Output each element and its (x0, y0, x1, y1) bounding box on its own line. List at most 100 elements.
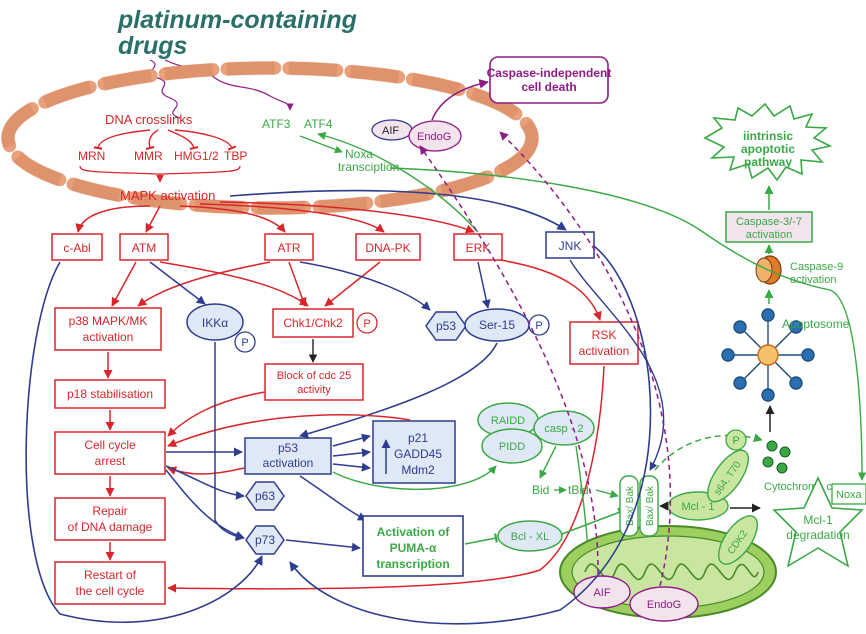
atm-box (119, 233, 169, 261)
mcl1-label: Mcl - 1 (682, 501, 715, 513)
p53-to-arrest-back (167, 466, 245, 475)
intrinsic-line-2: apoptotic (741, 142, 795, 156)
erk-label: ERK (466, 241, 491, 255)
mito-to-cytc-arrow (654, 433, 763, 471)
jnk-label: JNK (559, 239, 582, 253)
block-to-arrest-arrow (167, 391, 266, 437)
caspase-independent-line-2: cell death (521, 80, 576, 94)
arrest-line-2: arrest (95, 454, 126, 468)
raidd-label: RAIDD (491, 415, 525, 427)
mito-aif-node (573, 575, 631, 609)
p53act-line-1: p53 (278, 441, 298, 455)
restart-box (54, 561, 166, 605)
mapk-arrows (75, 201, 475, 234)
mcl-deg-line-1: Mcl-1 (803, 513, 833, 527)
bclxl-label: Bcl - XL (511, 531, 550, 543)
bax-bak-pores (619, 475, 659, 537)
ser15-p-label: P (535, 320, 542, 332)
rsk-to-restart-arrow (167, 365, 605, 593)
block-line-2: activity (297, 384, 331, 396)
p21-line-2: GADD45 (394, 447, 442, 461)
atf3-label: ATF3 (262, 117, 291, 131)
cabl-label: c-Abl (63, 241, 90, 255)
ser15-phospho-icon (528, 314, 550, 336)
chk-box (272, 308, 354, 338)
pidd-label: PIDD (499, 441, 525, 453)
erk-to-atf-arrow (317, 131, 479, 233)
puma-inhibits-bclxl (464, 533, 498, 545)
noxa-to-right-line (389, 167, 866, 481)
chk-phospho-icon (356, 312, 378, 334)
p73-hexagon (245, 525, 285, 555)
arrest-box (54, 431, 166, 475)
p53-to-p21-arrows (332, 433, 371, 472)
mcl1-degradation-star (772, 476, 864, 568)
kinase-arrows-red (111, 259, 602, 321)
noxa-transcription-line-1: Noxa (345, 147, 373, 161)
jnk-box (545, 231, 595, 259)
nuclear-aif-endog (371, 119, 462, 152)
apoptosome-label: Apoptosome (782, 317, 850, 331)
p21-to-arrest-arrow (167, 414, 411, 448)
s64-phospho-icon (725, 429, 747, 451)
tbid-to-bax-arrow (595, 489, 619, 499)
mito-aif-label: AIF (593, 587, 610, 599)
ser15-to-p53act-arrow (299, 342, 498, 439)
p38-line-1: p38 MAPK/MK (69, 314, 148, 328)
bclxl-node (497, 520, 563, 552)
noxa-right-box (831, 483, 866, 505)
puma-line-3: transcription (376, 557, 449, 571)
nuclear-aif-label: AIF (382, 125, 399, 137)
caspase9-line-2: activation (790, 274, 836, 286)
caspase9-line-1: Caspase-9 (790, 261, 843, 273)
casp2-node (533, 410, 595, 446)
block-cdc25-box (264, 363, 364, 401)
restart-line-2: the cell cycle (76, 584, 145, 598)
p38-line-2: activation (83, 330, 134, 344)
noxa-transcription-line-2: transciption (338, 160, 399, 174)
caspase37-line-2: activation (746, 229, 792, 241)
p73-to-puma-line (285, 539, 361, 552)
puma-line-2: PUMA-α (390, 541, 437, 555)
atf4-label: ATF4 (304, 117, 333, 131)
crosslink-inhibition-lines (93, 129, 237, 151)
nuclear-endog-label: EndoG (417, 131, 451, 143)
jnk-to-mito-arrow (569, 259, 665, 471)
repair-line-2: of DNA damage (68, 520, 153, 534)
ikka-label: IKKα (202, 316, 228, 330)
restart-line-1: Restart of (84, 568, 137, 582)
repair-box (54, 497, 166, 541)
dnapk-label: DNA-PK (365, 241, 410, 255)
arrest-to-p63-p73-arrows (165, 342, 245, 542)
bid-label: Bid (532, 483, 549, 497)
cabl-to-p73-loop (25, 261, 263, 623)
p63-hexagon (245, 481, 285, 511)
title-line-2: drugs (118, 32, 188, 60)
intrinsic-line-3: pathway (744, 155, 792, 169)
cytochrome-c-icon (762, 440, 791, 474)
aif-endog-translocation (419, 131, 672, 587)
p53-to-pidd-arrow (332, 465, 497, 490)
atr-label: ATR (277, 241, 300, 255)
bclxl-inhibits-bax (561, 507, 623, 535)
cdk2-node (718, 515, 758, 565)
title-line-1: platinum-containing (117, 6, 357, 34)
tbid-label: tBid (568, 483, 589, 497)
caspase9-icon (755, 255, 782, 285)
atf-to-noxa-arrow (299, 135, 343, 154)
p21-line-1: p21 (408, 431, 428, 445)
cabl-box (51, 233, 103, 261)
s64-p-label: P (732, 435, 739, 447)
arrest-line-1: Cell cycle (84, 438, 136, 452)
target-mrn: MRN (78, 149, 105, 163)
p38-box (54, 307, 162, 351)
chk-p-label: P (363, 318, 370, 330)
casp2-to-bid-arrow (539, 445, 557, 479)
caspase37-box (725, 211, 813, 243)
intrinsic-pathway-star (703, 102, 833, 182)
p53act-line-2: activation (263, 456, 314, 470)
atm-label: ATM (132, 241, 156, 255)
p18-label: p18 stabilisation (67, 387, 153, 401)
crosslink-brace (79, 165, 241, 182)
